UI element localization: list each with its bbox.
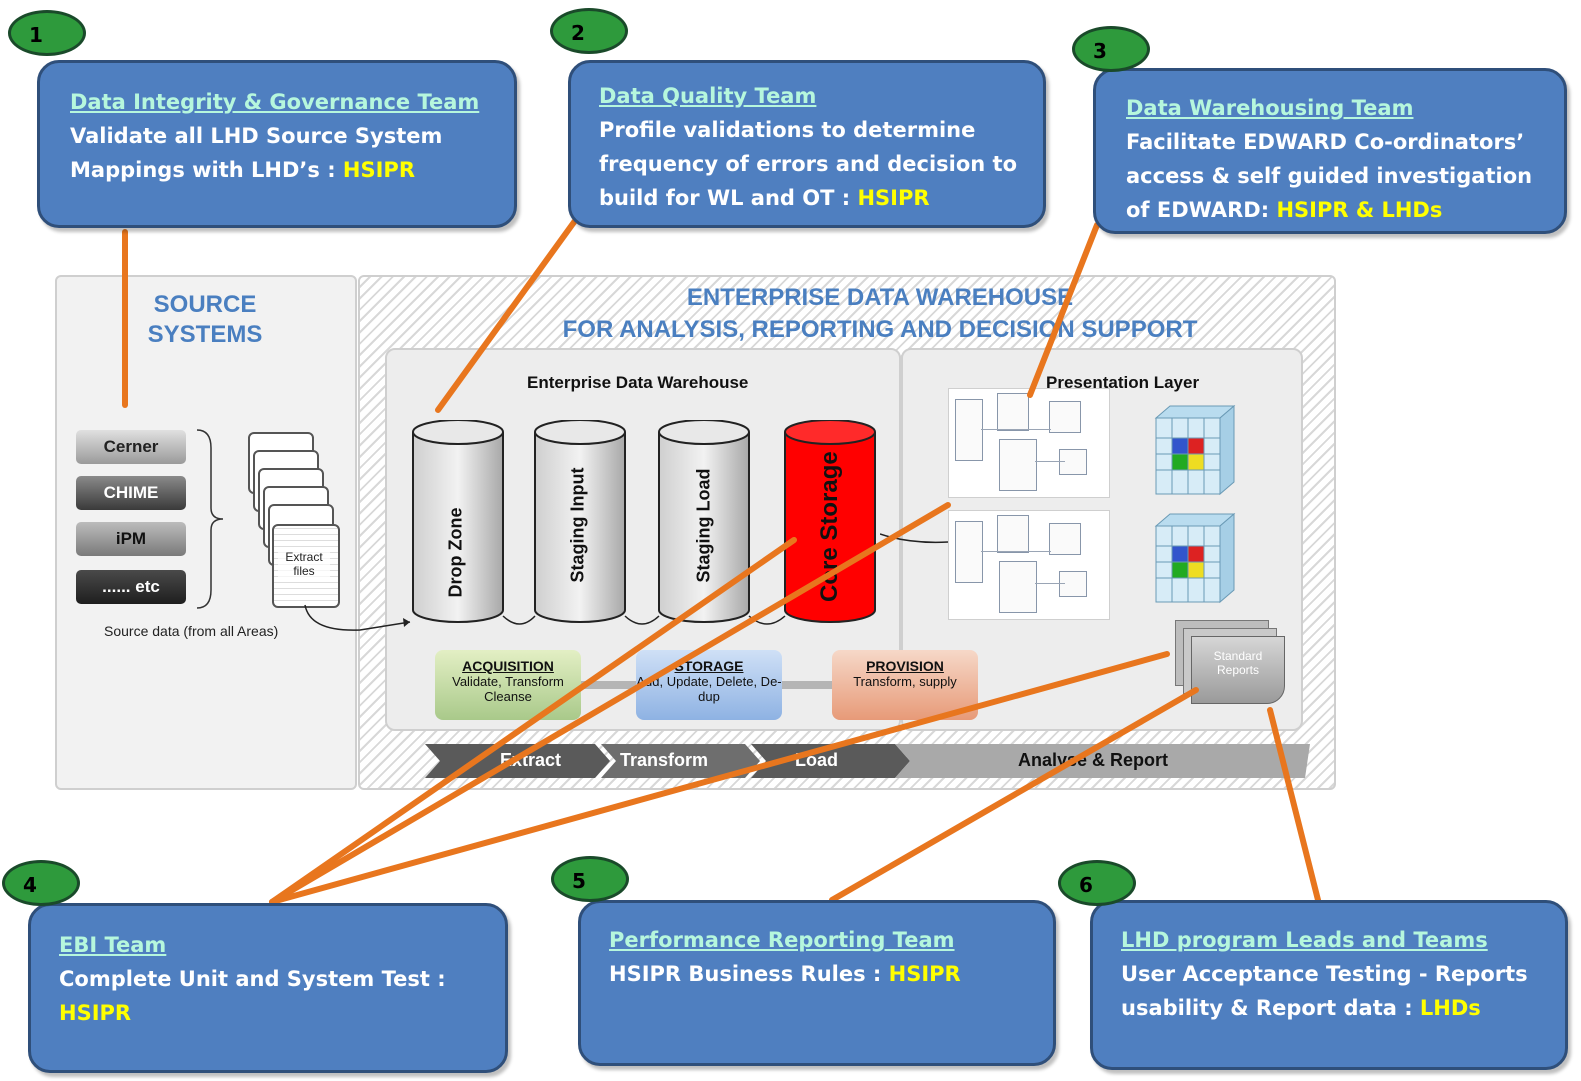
callout-4: EBI Team Complete Unit and System Test :… (28, 903, 508, 1073)
cylinders-graphic (412, 420, 876, 625)
source-etc: ...... etc (76, 570, 186, 604)
source-chime: CHIME (76, 476, 186, 510)
callout-6-highlight: LHDs (1419, 996, 1481, 1020)
callout-3-team: Data Warehousing Team (1126, 96, 1414, 120)
badge-6: 6 (1058, 860, 1136, 906)
callout-1: Data Integrity & Governance Team Validat… (37, 60, 517, 228)
callout-2-team: Data Quality Team (599, 84, 817, 108)
cylinder-staging-input (534, 420, 626, 623)
callout-1-team: Data Integrity & Governance Team (70, 90, 480, 114)
step-link-1 (581, 681, 636, 689)
callout-2-highlight: HSIPR (857, 186, 930, 210)
olap-cube-icon (1154, 512, 1236, 604)
source-brace (196, 429, 224, 609)
edw-title-line-2: FOR ANALYSIS, REPORTING AND DECISION SUP… (562, 316, 1198, 343)
cylinder-staging-load (658, 420, 750, 623)
edw-title-line-1: ENTERPRISE DATA WAREHOUSE (686, 284, 1074, 311)
callout-6: LHD program Leads and Teams User Accepta… (1090, 900, 1568, 1070)
step-link-2 (782, 681, 832, 689)
badge-4: 4 (2, 860, 80, 906)
cylinder-drop-zone (412, 420, 504, 623)
standard-reports: Standard Reports (1191, 636, 1285, 704)
step-acquisition-text: Validate, Transform Cleanse (452, 674, 564, 704)
callout-4-desc: Complete Unit and System Test : (59, 967, 446, 991)
callout-6-desc: User Acceptance Testing - Reports usabil… (1121, 962, 1528, 1020)
analyse-report-label: Analyse & Report (1018, 750, 1169, 770)
callout-3: Data Warehousing Team Facilitate EDWARD … (1093, 68, 1567, 234)
step-acquisition: ACQUISITION Validate, Transform Cleanse (435, 650, 581, 720)
files-to-dropzone-arrow (304, 604, 411, 631)
step-storage-text: Add, Update, Delete, De-dup (636, 674, 782, 704)
callout-5-team: Performance Reporting Team (609, 928, 955, 952)
callout-3-highlight: HSIPR & LHDs (1276, 198, 1443, 222)
standard-reports-label: Standard Reports (1213, 649, 1263, 677)
callout-1-desc: Validate all LHD Source System Mappings … (70, 124, 443, 182)
source-title-line-2: SYSTEMS (147, 321, 263, 348)
source-ipm: iPM (76, 522, 186, 556)
step-storage-title: STORAGE (674, 658, 744, 674)
callout-6-team: LHD program Leads and Teams (1121, 928, 1488, 952)
extract-files-stack: Extract files (248, 432, 348, 612)
badge-1: 1 (8, 10, 86, 56)
badge-2: 2 (550, 8, 628, 54)
callout-2-desc: Profile validations to determine frequen… (599, 118, 1018, 210)
badge-5: 5 (551, 856, 629, 902)
edw-title: ENTERPRISE DATA WAREHOUSE FOR ANALYSIS, … (440, 282, 1320, 346)
schema-diagram-bottom (948, 510, 1110, 620)
callout-5-highlight: HSIPR (888, 962, 961, 986)
arrow-transform: Transform (620, 750, 709, 770)
step-storage: STORAGE Add, Update, Delete, De-dup (636, 650, 782, 720)
callout-4-team: EBI Team (59, 933, 167, 957)
source-cerner: Cerner (76, 430, 186, 464)
step-provision-title: PROVISION (866, 658, 944, 674)
arrow-extract: Extract (500, 750, 562, 770)
presentation-layer-title: Presentation Layer (1046, 373, 1200, 392)
source-systems-title: SOURCE SYSTEMS (120, 290, 290, 350)
source-caption: Source data (from all Areas) (104, 623, 279, 639)
callout-2: Data Quality Team Profile validations to… (568, 60, 1046, 228)
step-acquisition-title: ACQUISITION (462, 658, 554, 674)
badge-3: 3 (1072, 26, 1150, 72)
source-title-line-1: SOURCE (153, 291, 257, 318)
callout-4-highlight: HSIPR (59, 1001, 132, 1025)
olap-cube-icon (1154, 404, 1236, 496)
callout-1-highlight: HSIPR (342, 158, 415, 182)
step-provision-text: Transform, supply (853, 674, 957, 689)
schema-diagram-top (948, 388, 1110, 498)
callout-5: Performance Reporting Team HSIPR Busines… (578, 900, 1056, 1066)
extract-files-label: Extract files (278, 550, 330, 578)
cylinder-core-storage (784, 420, 876, 623)
callout-5-desc: HSIPR Business Rules : (609, 962, 889, 986)
step-provision: PROVISION Transform, supply (832, 650, 978, 720)
edw-subtitle: Enterprise Data Warehouse (527, 373, 749, 392)
callout-3-desc: Facilitate EDWARD Co-ordinators’ access … (1126, 130, 1533, 222)
core-to-presentation-line (880, 533, 949, 544)
